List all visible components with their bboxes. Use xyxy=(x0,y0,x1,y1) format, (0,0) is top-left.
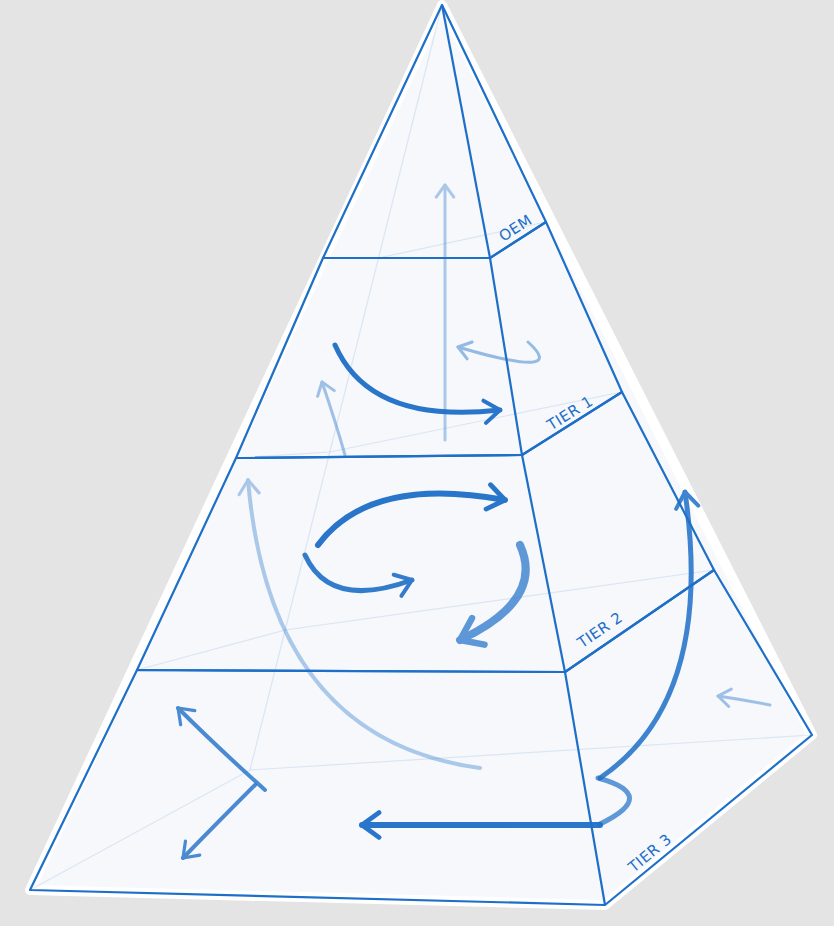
arrow-head xyxy=(394,575,412,596)
arrow-head xyxy=(718,689,731,706)
tier-label: OEM xyxy=(497,212,535,244)
arrow-head xyxy=(239,480,259,495)
swirl-arrow xyxy=(178,708,265,790)
arrow-head xyxy=(362,813,379,838)
pyramid-silhouette xyxy=(30,5,812,905)
arrow-shaft xyxy=(305,555,412,591)
arrow-head xyxy=(318,382,335,396)
swirl-arrow xyxy=(460,545,526,645)
swirl-arrow xyxy=(239,480,480,768)
arrow-head xyxy=(486,485,505,509)
arrow-shaft xyxy=(178,708,265,790)
arrow-head xyxy=(483,401,500,423)
band-edge xyxy=(522,455,565,672)
arrow-shaft xyxy=(322,382,345,455)
swirl-arrow xyxy=(436,185,454,440)
swirl-arrow xyxy=(335,345,500,423)
tier-band: TIER 3 xyxy=(26,566,816,909)
swirl-arrow xyxy=(318,382,345,455)
band-edge xyxy=(442,5,490,258)
arrow-shaft xyxy=(248,480,480,768)
arrow-shaft xyxy=(458,342,539,362)
band-outline xyxy=(133,388,718,676)
band-edge xyxy=(565,672,605,905)
band-outline xyxy=(26,566,816,909)
arrow-shaft xyxy=(600,492,691,778)
arrow-head xyxy=(460,618,485,645)
arrow-head xyxy=(178,708,195,725)
hidden-edge xyxy=(236,392,622,458)
band-border xyxy=(323,5,546,258)
arrow-shaft xyxy=(335,345,500,412)
tier-band: OEM xyxy=(319,1,550,262)
hidden-edge xyxy=(30,735,812,890)
band-border xyxy=(236,222,622,458)
arrow-head xyxy=(458,342,472,359)
arrow-head xyxy=(436,185,454,197)
swirl-arrow xyxy=(600,492,698,778)
tier-band: TIER 1 xyxy=(232,218,626,462)
arrow-shaft xyxy=(183,785,255,858)
tier-label: TIER 2 xyxy=(575,609,625,650)
hidden-edge xyxy=(250,5,442,770)
band-edge xyxy=(490,258,522,455)
swirl-arrow xyxy=(458,342,539,362)
hidden-edge xyxy=(137,570,714,670)
band-outline xyxy=(232,218,626,462)
arrow-head xyxy=(676,492,698,509)
swirl-arrow xyxy=(718,689,770,706)
arrow-shaft xyxy=(318,493,505,545)
swirl-arrow xyxy=(318,485,505,545)
ribbon-swirl xyxy=(598,778,630,824)
arrow-shaft xyxy=(444,185,447,440)
swirl-arrow xyxy=(305,555,412,596)
arrow-shaft xyxy=(362,822,600,828)
swirl-arrow xyxy=(183,785,255,858)
arrow-head xyxy=(183,841,200,858)
tier-band: TIER 2 xyxy=(133,388,718,676)
band-border xyxy=(30,570,812,905)
swirl-arrow xyxy=(362,813,600,838)
